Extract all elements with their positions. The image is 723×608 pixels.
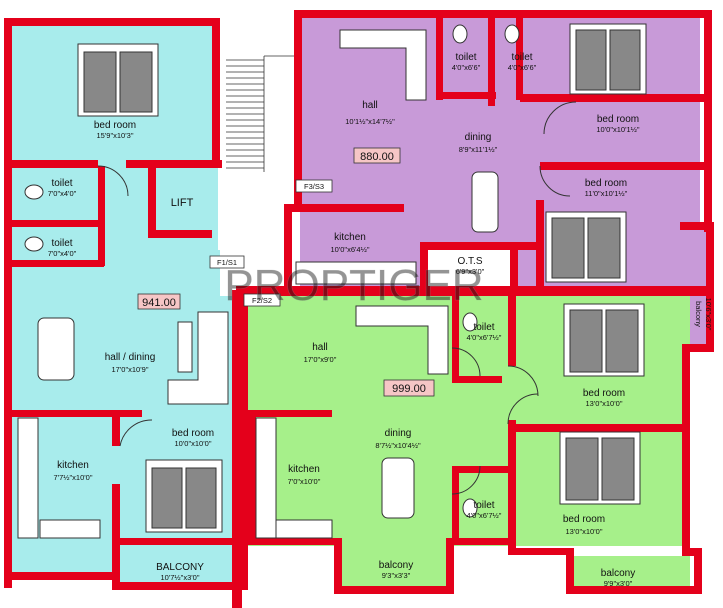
f2-dining-name: dining	[385, 428, 412, 439]
f2-bedroom-top-name: bed room	[583, 388, 625, 399]
f3-bedroom-mid-name: bed room	[585, 178, 627, 189]
walls	[4, 10, 714, 608]
watermark: PROPTIGER	[224, 261, 483, 310]
f3-kitchen-name: kitchen	[334, 232, 366, 243]
f2-toilet-top-dim: 4'0"x6'7½"	[467, 333, 502, 342]
f1-hall-dining-dim: 17'0"x10'9"	[112, 365, 149, 374]
f3-dining-dim: 8'9"x11'1½"	[459, 145, 498, 154]
f3-area-box	[353, 147, 401, 164]
f2-kitchen-name: kitchen	[288, 464, 320, 475]
staircase	[226, 55, 300, 172]
f2-area: 999.00	[392, 383, 426, 395]
unit-f1-balcony-fill	[118, 540, 244, 590]
unit-f2-labels: F2/S2 hall 17'0"x9'0" 999.00 toilet 4'0"…	[243, 293, 635, 588]
f2-bedroom-bottom-name: bed room	[563, 514, 605, 525]
f2-balcony-right-name: balcony	[601, 568, 635, 579]
f3-kitchen-dim: 10'0"x6'4½"	[330, 245, 369, 254]
doors	[97, 101, 577, 495]
f2-hall-name: hall	[312, 342, 328, 353]
f2-area-box	[383, 379, 435, 397]
f1-hall-dining-name: hall / dining	[105, 352, 156, 363]
f1-area-box	[137, 293, 181, 310]
f3-area: 880.00	[360, 151, 394, 163]
f3-bedroom-top-name: bed room	[597, 114, 639, 125]
f1-bedroom-bottom-name: bed room	[172, 428, 214, 439]
unit-f3-labels: hall 10'1½"x14'7½" toilet 4'0"x6'6" toil…	[295, 52, 713, 331]
f3-code-box	[295, 179, 333, 193]
furniture	[17, 23, 647, 539]
f3-bedroom-top-dim: 10'0"x10'1½"	[596, 125, 640, 134]
ots-dim: 6'9"x3'0"	[456, 267, 485, 276]
f2-dining-dim: 8'7½"x10'4½"	[375, 441, 421, 450]
f1-bedroom-top-dim: 15'9"x10'3"	[97, 131, 134, 140]
ots-label: O.T.S	[457, 256, 482, 267]
f1-toilet1-name: toilet	[51, 178, 72, 189]
f2-balcony-right-dim: 9'9"x3'0"	[604, 579, 633, 588]
f1-code: F1/S1	[217, 258, 237, 267]
f2-toilet-bottom-name: toilet	[473, 500, 494, 511]
f3-code: F3/S3	[304, 182, 324, 191]
f1-kitchen-dim: 7'7½"x10'0"	[53, 473, 92, 482]
f2-toilet-bottom-dim: 4'0"x6'7½"	[467, 511, 502, 520]
f1-bedroom-bottom-dim: 10'0"x10'0"	[175, 439, 212, 448]
f2-bedroom-top-dim: 13'0"x10'0"	[586, 399, 623, 408]
f1-toilet2-name: toilet	[51, 238, 72, 249]
f1-kitchen-name: kitchen	[57, 460, 89, 471]
f3-balcony-name: balcony	[694, 301, 703, 327]
f3-bedroom-mid-dim: 11'0"x10'1½"	[585, 189, 628, 198]
f3-hall-dim: 10'1½"x14'7½"	[345, 117, 395, 126]
f3-dining-name: dining	[465, 132, 492, 143]
f3-toilet2-dim: 4'0"x6'6"	[508, 63, 537, 72]
f2-balcony-left-name: balcony	[379, 560, 413, 571]
f1-balcony-dim: 10'7½"x3'0"	[160, 573, 199, 582]
ots-fill	[422, 248, 518, 288]
f3-toilet1-name: toilet	[455, 52, 476, 63]
f2-code-box	[243, 293, 281, 307]
f1-area: 941.00	[142, 297, 176, 309]
f1-toilet1-dim: 7'0"x4'0"	[48, 189, 77, 198]
f1-toilet2-dim: 7'0"x4'0"	[48, 249, 77, 258]
f2-balcony-left-dim: 9'3"x3'3"	[382, 571, 411, 580]
lift-label: LIFT	[171, 197, 194, 209]
unit-f2-balcony-left-fill	[340, 540, 452, 590]
f3-toilet2-name: toilet	[511, 52, 532, 63]
f1-bedroom-top-name: bed room	[94, 120, 136, 131]
f3-toilet1-dim: 4'0"x6'6"	[452, 63, 481, 72]
f2-bedroom-bottom-dim: 13'0"x10'0"	[566, 527, 603, 536]
f3-hall-name: hall	[362, 100, 378, 111]
f2-hall-dim: 17'0"x9'0"	[304, 355, 337, 364]
f2-kitchen-dim: 7'0"x10'0"	[288, 477, 321, 486]
unit-f1-labels: bed room 15'9"x10'3" toilet 7'0"x4'0" to…	[48, 120, 245, 582]
f3-balcony-dim: 10'6"x3'0"	[704, 298, 713, 331]
f1-code-box	[209, 255, 245, 269]
f2-toilet-top-name: toilet	[473, 322, 494, 333]
f2-code: F2/S2	[252, 296, 272, 305]
f1-balcony-name: BALCONY	[156, 562, 204, 573]
